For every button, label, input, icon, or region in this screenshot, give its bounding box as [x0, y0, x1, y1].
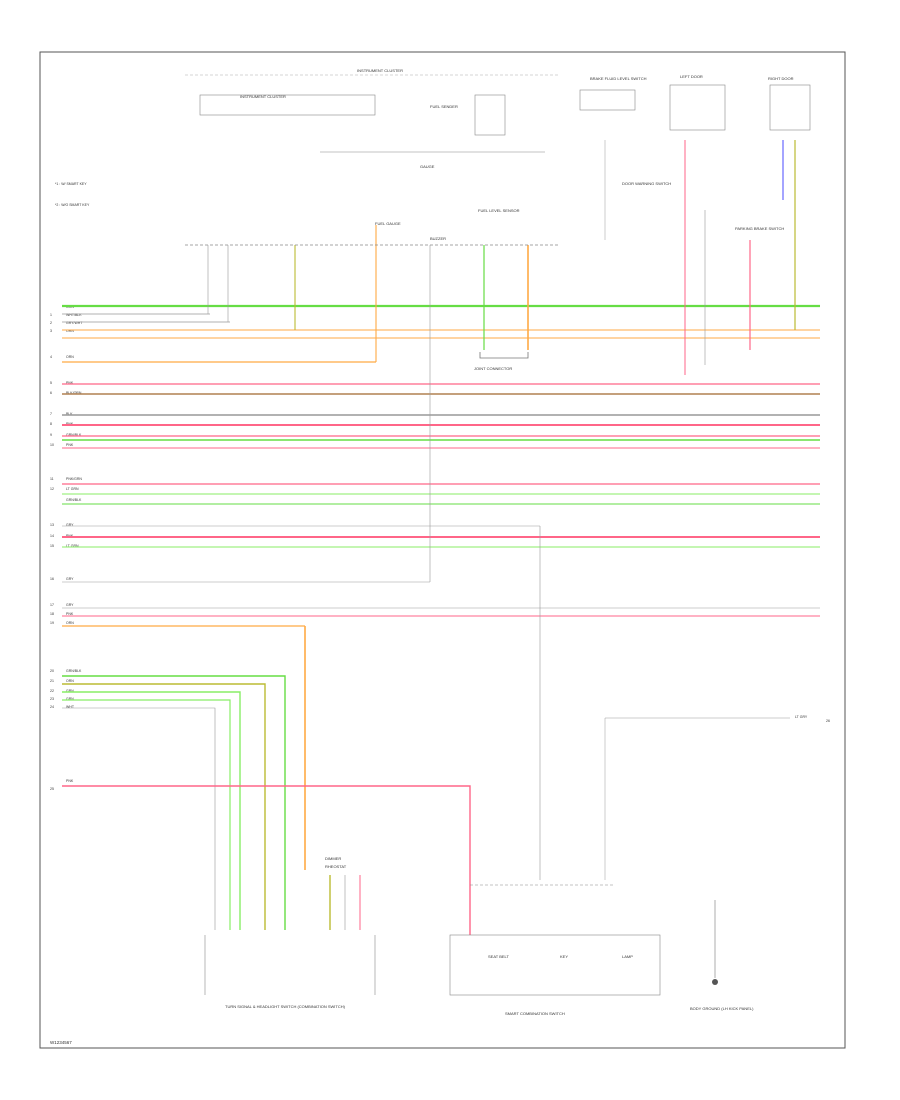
pin-number: 16: [50, 577, 54, 581]
pin-number: 5: [50, 381, 52, 385]
pin-number: 2: [50, 321, 52, 325]
pin-number: 3: [50, 329, 52, 333]
pin-number: 25: [50, 787, 54, 791]
wires-layer: [62, 140, 820, 978]
ground-wire: [604, 717, 790, 880]
label-fuel-sender: FUEL SENDER: [430, 104, 458, 109]
label-parking-brake: PARKING BRAKE SWITCH: [735, 226, 784, 231]
wire-label: WHT: [66, 705, 75, 709]
wire-label: ORN: [66, 329, 74, 333]
label-body-ground: BODY GROUND (LH KICK PANEL): [690, 1006, 754, 1011]
wire-labels-left: GRN WHT/BLK GRY/WHT ORN ORN PNK BLK/ORN …: [66, 305, 808, 783]
diagram-frame: [39, 51, 846, 1049]
pin-number: 14: [50, 534, 54, 538]
pin-number: 26: [826, 719, 830, 723]
legend-item-1: *1 : W/ SMART KEY: [55, 182, 87, 186]
switch-wire: [62, 691, 241, 930]
footer-code: W1234567: [50, 1040, 72, 1045]
label-brake-fluid: BRAKE FLUID LEVEL SWITCH: [590, 76, 647, 81]
wire-label: GRN/BLK: [66, 498, 82, 502]
wire-label: ORN: [66, 355, 74, 359]
pin-number: 13: [50, 523, 54, 527]
pin-number: 23: [50, 697, 54, 701]
pin-number: 7: [50, 412, 52, 416]
wire-label: GRN: [66, 689, 74, 693]
label-gauge: GAUGE: [420, 164, 435, 169]
label-joint-connector: JOINT CONNECTOR: [474, 366, 512, 371]
pin-number: 4: [50, 355, 52, 359]
label-key: KEY: [560, 954, 568, 959]
pin-number: 1: [50, 313, 52, 317]
pin-numbers-left: 1 2 3 4 5 6 7 8 9 10 11 12 13 14 15 16 1…: [50, 313, 830, 791]
wire-label: PNK: [66, 381, 74, 385]
label-fuel-level: FUEL LEVEL SENSOR: [478, 208, 520, 213]
label-door-warn: DOOR WARNING SWITCH: [622, 181, 671, 186]
pin-number: 24: [50, 705, 54, 709]
wire-label: LT GRN: [66, 487, 79, 491]
pin-number: 18: [50, 612, 54, 616]
label-left-door: LEFT DOOR: [680, 74, 703, 79]
wire-label: PNK/GRN: [66, 477, 82, 481]
wire-label: GRN/BLK: [66, 433, 82, 437]
wire-label: PNK: [66, 443, 74, 447]
label-combination-switch: TURN SIGNAL & HEADLIGHT SWITCH (COMBINAT…: [225, 1004, 346, 1009]
label-cluster-main: INSTRUMENT CLUSTER: [240, 94, 286, 99]
wire-label: GRY: [66, 577, 74, 581]
label-rheostat: RHEOSTAT: [325, 864, 347, 869]
pin-number: 22: [50, 689, 54, 693]
switch-wire: [62, 699, 231, 930]
wire-label: ORN: [66, 679, 74, 683]
fuel-sender-box: [474, 94, 506, 136]
brake-switch-box: [579, 89, 636, 111]
wire-label: PNK: [66, 612, 74, 616]
wire-label: LT GRY: [795, 715, 808, 719]
switch-wire: [62, 707, 216, 930]
pin-number: 6: [50, 391, 52, 395]
smart-switch-box: [449, 934, 661, 996]
cluster-box-top: [199, 94, 376, 116]
wire-label: GRY: [66, 603, 74, 607]
switch-wire: [62, 675, 286, 930]
structure-layer: [185, 84, 811, 996]
legend-item-2: *2 : W/O SMART KEY: [55, 203, 90, 207]
label-lamp: LAMP: [622, 954, 633, 959]
smart-switch-wire: [62, 785, 471, 935]
pin-number: 10: [50, 443, 54, 447]
pin-number: 15: [50, 544, 54, 548]
pin-number: 19: [50, 621, 54, 625]
joint-connector-bracket: [479, 352, 529, 359]
label-seat-belt: SEAT BELT: [488, 954, 509, 959]
right-door-box: [769, 84, 811, 131]
left-door-box: [669, 84, 726, 131]
wire-label: WHT/BLK: [66, 313, 82, 317]
wire-label: PNK: [66, 779, 74, 783]
label-smart-switch: SMART COMBINATION SWITCH: [505, 1011, 565, 1016]
pin-number: 11: [50, 477, 54, 481]
diagram-title: INSTRUMENT CLUSTER: [357, 68, 403, 73]
label-fuel: FUEL GAUGE: [375, 221, 401, 226]
pin-number: 9: [50, 433, 52, 437]
wire-label: BLK/ORN: [66, 391, 82, 395]
pin-number: 8: [50, 422, 52, 426]
pin-number: 20: [50, 669, 54, 673]
ground-symbol: [712, 979, 718, 985]
wire-label: LT GRN: [66, 544, 79, 548]
wire-label: GRN/BLK: [66, 669, 82, 673]
label-dimmer: DIMMER: [325, 856, 341, 861]
wire-label: BLK: [66, 412, 73, 416]
pin-number: 21: [50, 679, 54, 683]
pin-number: 17: [50, 603, 54, 607]
wire-label: GRN: [66, 697, 74, 701]
wire-label: GRY/WHT: [66, 321, 83, 325]
wire-label: ORN: [66, 621, 74, 625]
pin-number: 12: [50, 487, 54, 491]
switch-wire: [62, 683, 266, 930]
label-buzzer: BUZZER: [430, 236, 446, 241]
label-right-door: RIGHT DOOR: [768, 76, 794, 81]
wire-label: GRY: [66, 523, 74, 527]
